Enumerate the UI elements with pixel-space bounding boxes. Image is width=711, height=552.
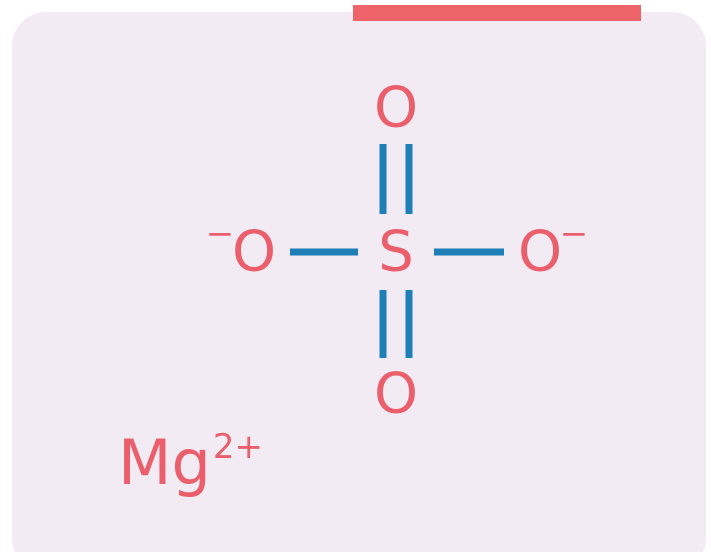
bond-s-o-bottom xyxy=(379,290,413,358)
charge-o-right: − xyxy=(560,214,589,254)
charge-o-left: − xyxy=(206,214,235,254)
atom-o-left: O xyxy=(232,220,276,285)
atom-o-bottom: O xyxy=(374,362,418,427)
bond-group xyxy=(290,144,504,358)
counter-ion-charge: 2+ xyxy=(212,427,263,467)
accent-bar xyxy=(353,5,641,21)
atom-s: S xyxy=(378,220,414,285)
bond-s-o-top xyxy=(379,144,413,214)
atom-o-top: O xyxy=(374,76,418,141)
structure-card xyxy=(12,12,706,552)
counter-ion-symbol: Mg xyxy=(118,426,211,499)
counter-ion: Mg2+ xyxy=(118,430,263,494)
atom-o-right: O xyxy=(518,220,562,285)
